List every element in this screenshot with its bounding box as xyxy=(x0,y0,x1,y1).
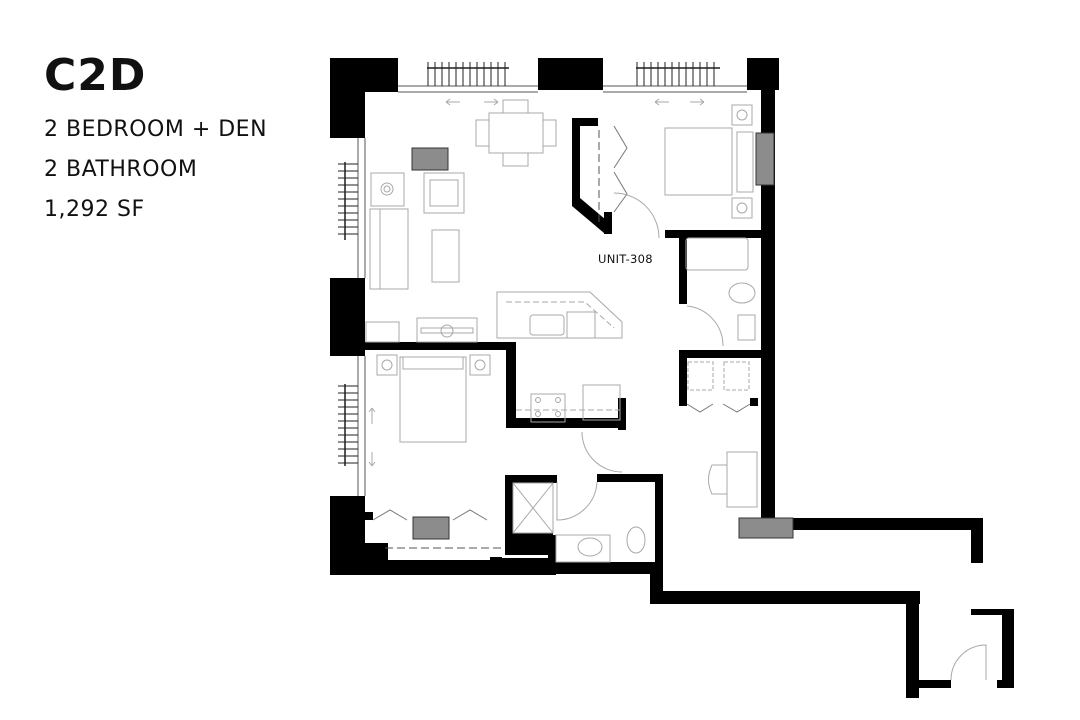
sink-bath1 xyxy=(737,314,756,341)
bathroom-spec: 2 BATHROOM xyxy=(44,157,198,182)
armchair xyxy=(423,172,465,214)
washer-dryer xyxy=(365,321,400,343)
furniture xyxy=(365,98,987,681)
bed-bedroom2 xyxy=(399,356,467,443)
bed-bedroom1 xyxy=(664,127,733,196)
plan-info: C2D 2 BEDROOM + DEN 2 BATHROOM 1,292 SF xyxy=(44,50,267,230)
plan-code: C2D xyxy=(44,50,147,101)
kitchen-sink xyxy=(529,314,565,336)
bathtub xyxy=(685,237,749,271)
hvac-unit-living xyxy=(411,147,449,171)
column-blocks xyxy=(411,132,794,540)
kitchen-island xyxy=(496,291,623,339)
dining-table xyxy=(488,112,544,154)
coffee-table xyxy=(431,229,460,283)
unit-label: UNIT-308 xyxy=(598,252,653,266)
hvac-unit-corridor xyxy=(738,517,794,539)
desk xyxy=(726,451,758,508)
toilet-bath2 xyxy=(626,526,646,554)
hvac-unit-bedroom1 xyxy=(755,132,775,186)
hvac-unit-bedroom2 xyxy=(412,516,450,540)
stove xyxy=(530,393,566,423)
windows xyxy=(338,62,747,496)
area-spec: 1,292 SF xyxy=(44,197,145,222)
vanity-bath2 xyxy=(555,534,611,563)
shower xyxy=(512,482,554,534)
refrigerator xyxy=(582,384,621,421)
sofa xyxy=(369,208,409,290)
toilet-bath1 xyxy=(728,282,756,304)
walls xyxy=(330,58,1014,698)
bedroom-spec: 2 BEDROOM + DEN xyxy=(44,117,268,142)
